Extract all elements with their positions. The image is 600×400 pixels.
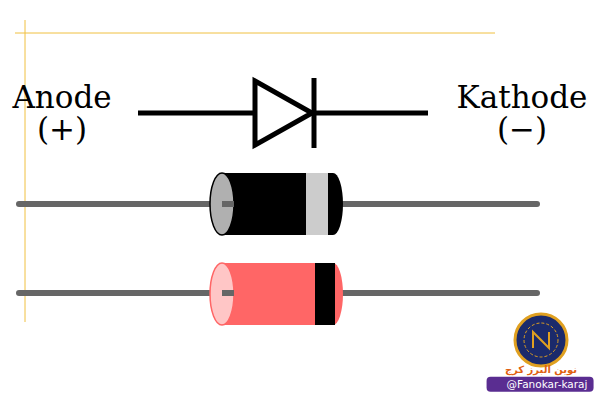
watermark: @Fanokar-karaj [487, 377, 594, 392]
logo [515, 314, 567, 366]
terminal-name: Anode [12, 82, 111, 113]
terminal-name: Kathode [457, 82, 588, 113]
black-diode [19, 173, 537, 235]
diode-symbol [138, 78, 428, 148]
guide-line [25, 20, 26, 322]
watermark: نوین البرز کرج [505, 365, 577, 375]
guide-line [15, 33, 495, 34]
polarity-sign: (+) [37, 114, 87, 145]
red-diode [19, 263, 537, 325]
polarity-sign: (−) [497, 114, 547, 145]
